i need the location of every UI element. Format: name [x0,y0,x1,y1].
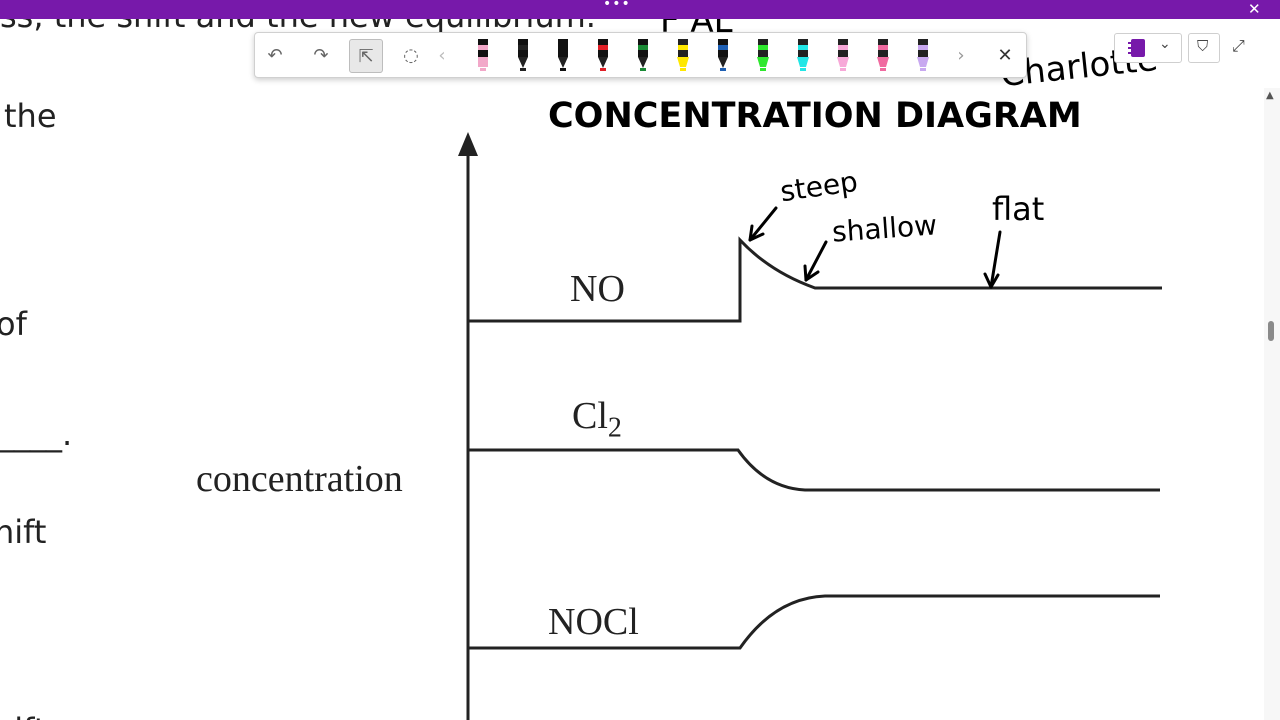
notebook-button[interactable]: ⌄ [1114,33,1182,63]
diagram-title: CONCENTRATION DIAGRAM [548,96,1082,136]
pen-8-highlighter[interactable] [755,37,771,73]
shallow-arrow [804,240,828,282]
chevron-down-icon[interactable]: ⌄ [1159,36,1171,52]
species-label-nocl: NOCl [548,601,639,643]
flat-arrow [989,230,1002,289]
filter-button[interactable]: ⛉ [1188,33,1220,63]
pen-9-highlighter[interactable] [795,37,811,73]
pen-4-pen[interactable] [595,37,611,73]
cl2-subscript: 2 [607,412,622,444]
background-line-2: the [4,97,57,135]
pen-10-highlighter[interactable] [835,37,851,73]
scrollbar-thumb[interactable] [1268,321,1274,341]
pen-icon [598,39,608,71]
notebook-icon [1128,39,1145,57]
pen-5-pen[interactable] [635,37,651,73]
pens-scroll-right-button[interactable]: › [957,44,965,66]
no-curve [468,236,1162,323]
background-line-3: of [0,305,27,343]
scroll-up-arrow-icon[interactable]: ▲ [1266,90,1274,101]
pen-7-pen[interactable] [715,37,731,73]
expand-icon[interactable]: ⤢ [1232,36,1245,55]
y-axis-label: concentration [196,458,403,500]
highlighter-icon [837,39,849,71]
cl2-base: Cl [572,395,608,437]
close-window-button[interactable]: ✕ [1248,0,1261,18]
nocl-curve [468,594,1160,650]
pens-scroll-left-button[interactable]: ‹ [438,44,446,66]
highlighter-icon [677,39,689,71]
close-toolbar-button[interactable]: ✕ [997,44,1013,66]
pen-icon [518,39,528,71]
lasso-tool-button[interactable]: ◌ [403,44,419,66]
species-label-no: NO [570,268,625,310]
select-tool-button[interactable]: ⇱ [349,39,383,73]
more-options-icon[interactable]: ••• [603,0,631,12]
highlighter-icon [877,39,889,71]
pen-icon [718,39,728,71]
background-line-6: hift [0,711,46,720]
pen-3-pen[interactable] [555,37,571,73]
pen-icon [638,39,648,71]
pen-1-eraser[interactable] [475,37,491,73]
pen-6-highlighter[interactable] [675,37,691,73]
y-axis-arrowhead [458,132,478,156]
redo-button[interactable]: ↷ [313,44,329,66]
undo-button[interactable]: ↶ [267,44,283,66]
pen-12-highlighter[interactable] [915,37,931,73]
background-line-5: nift [0,513,47,551]
species-label-cl2: Cl2 [572,394,622,445]
cl2-curve [468,448,1160,492]
vertical-scrollbar[interactable] [1264,88,1280,720]
draw-toolbar: ↶ ↷ ⇱ ◌ ‹ › ✕ [254,32,1027,78]
annotation-flat: flat [992,190,1045,228]
steep-arrow [748,206,778,242]
pen-2-pen[interactable] [515,37,531,73]
pen-icon [558,39,568,71]
pen-11-highlighter[interactable] [875,37,891,73]
highlighter-icon [797,39,809,71]
filter-icon: ⛉ [1197,37,1209,55]
eraser-icon [478,39,488,71]
app-title-bar: ••• ✕ [0,0,1280,19]
notebook-page[interactable]: ss, the shift and the new equilibrium. F… [0,19,1264,720]
background-line-1: ss, the shift and the new equilibrium. [0,19,596,35]
highlighter-icon [917,39,929,71]
highlighter-icon [757,39,769,71]
background-line-4: ____. [0,415,73,453]
